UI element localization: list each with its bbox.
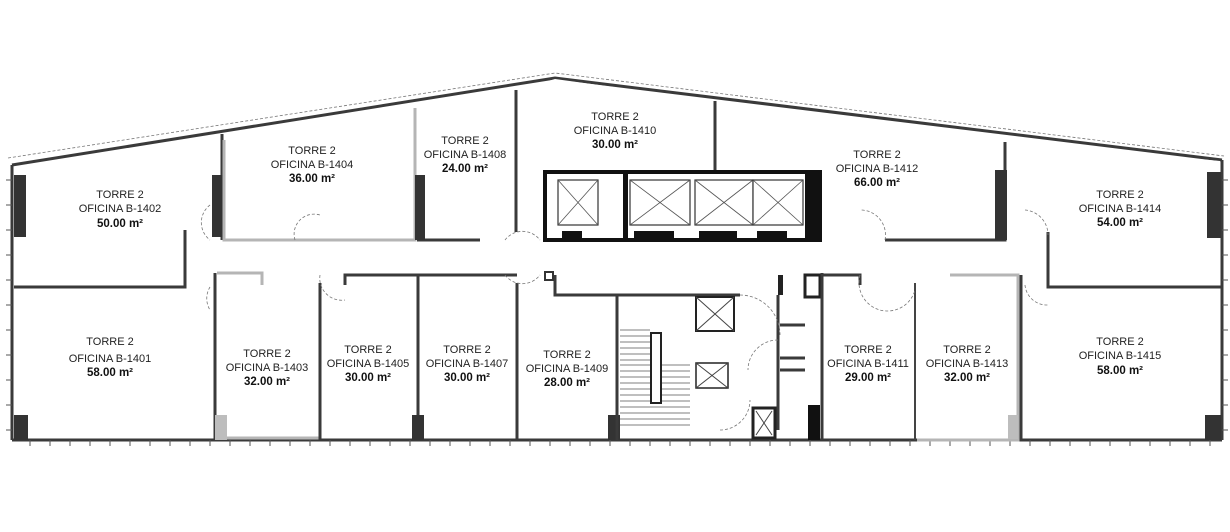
room-area: 30.00 m² xyxy=(444,372,490,384)
room-area: 29.00 m² xyxy=(845,372,891,384)
room-office: OFICINA B-1405 xyxy=(327,358,410,370)
room-office: OFICINA B-1408 xyxy=(424,149,507,161)
room-tower: TORRE 2 xyxy=(943,344,990,356)
office-b-1402[interactable]: TORRE 2 OFICINA B-1402 50.00 m² xyxy=(14,134,224,289)
room-office: OFICINA B-1404 xyxy=(271,159,354,171)
room-tower: TORRE 2 xyxy=(441,135,488,147)
elevator-icon xyxy=(752,179,804,239)
room-area: 58.00 m² xyxy=(87,367,133,379)
room-tower: TORRE 2 xyxy=(243,348,290,360)
roof-edge-line xyxy=(7,72,1225,159)
room-area: 36.00 m² xyxy=(289,173,335,185)
office-b-1403[interactable]: TORRE 2 OFICINA B-1403 32.00 m² xyxy=(215,271,320,440)
elevator-core xyxy=(543,170,822,242)
room-office: OFICINA B-1415 xyxy=(1079,350,1162,362)
office-b-1412[interactable]: TORRE 2 OFICINA B-1412 66.00 m² xyxy=(717,101,1007,242)
room-area: 66.00 m² xyxy=(854,177,900,189)
room-area: 24.00 m² xyxy=(442,163,488,175)
room-office: OFICINA B-1407 xyxy=(426,358,509,370)
elevator-icon xyxy=(629,179,691,239)
room-area: 28.00 m² xyxy=(544,377,590,389)
office-b-1415[interactable]: TORRE 2 OFICINA B-1415 58.00 m² xyxy=(1019,275,1221,440)
door-swings xyxy=(201,204,1049,312)
room-office: OFICINA B-1401 xyxy=(69,353,152,365)
facade-mullions xyxy=(6,179,1228,446)
room-tower: TORRE 2 xyxy=(96,189,143,201)
room-office: OFICINA B-1409 xyxy=(526,363,609,375)
room-area: 54.00 m² xyxy=(1097,217,1143,229)
room-tower: TORRE 2 xyxy=(543,349,590,361)
room-area: 50.00 m² xyxy=(97,218,143,230)
office-b-1407[interactable]: TORRE 2 OFICINA B-1407 30.00 m² xyxy=(412,275,517,440)
room-tower: TORRE 2 xyxy=(1096,336,1143,348)
room-office: OFICINA B-1403 xyxy=(226,362,309,374)
room-area: 32.00 m² xyxy=(944,372,990,384)
room-tower: TORRE 2 xyxy=(443,344,490,356)
room-tower: TORRE 2 xyxy=(344,344,391,356)
service-core xyxy=(615,273,822,440)
room-area: 30.00 m² xyxy=(345,372,391,384)
office-b-1411[interactable]: TORRE 2 OFICINA B-1411 29.00 m² xyxy=(820,273,916,440)
room-office: OFICINA B-1410 xyxy=(574,125,657,137)
room-office: OFICINA B-1402 xyxy=(79,203,162,215)
office-b-1408[interactable]: TORRE 2 OFICINA B-1408 24.00 m² xyxy=(415,90,518,242)
room-tower: TORRE 2 xyxy=(86,336,133,348)
elevator-icon xyxy=(694,179,754,239)
room-tower: TORRE 2 xyxy=(591,111,638,123)
room-office: OFICINA B-1411 xyxy=(827,358,909,370)
facade-top-wall xyxy=(11,76,1223,167)
office-b-1413[interactable]: TORRE 2 OFICINA B-1413 32.00 m² xyxy=(917,273,1020,442)
office-b-1409[interactable]: TORRE 2 OFICINA B-1409 28.00 m² xyxy=(515,271,620,440)
office-b-1405[interactable]: TORRE 2 OFICINA B-1405 30.00 m² xyxy=(318,273,517,440)
room-tower: TORRE 2 xyxy=(853,149,900,161)
room-area: 30.00 m² xyxy=(592,139,638,151)
room-office: OFICINA B-1413 xyxy=(926,358,1009,370)
office-b-1414[interactable]: TORRE 2 OFICINA B-1414 54.00 m² xyxy=(1007,141,1222,289)
elevator-icon xyxy=(557,179,599,239)
office-b-1410[interactable]: TORRE 2 OFICINA B-1410 30.00 m² xyxy=(518,79,717,240)
room-area: 32.00 m² xyxy=(244,376,290,388)
office-b-1401[interactable]: TORRE 2 OFICINA B-1401 58.00 m² xyxy=(14,273,217,440)
room-tower: TORRE 2 xyxy=(1096,189,1143,201)
room-tower: TORRE 2 xyxy=(288,145,335,157)
room-area: 58.00 m² xyxy=(1097,365,1143,377)
room-office: OFICINA B-1414 xyxy=(1079,203,1162,215)
office-b-1404[interactable]: TORRE 2 OFICINA B-1404 36.00 m² xyxy=(222,105,417,242)
room-office: OFICINA B-1412 xyxy=(836,163,919,175)
room-tower: TORRE 2 xyxy=(844,344,891,356)
